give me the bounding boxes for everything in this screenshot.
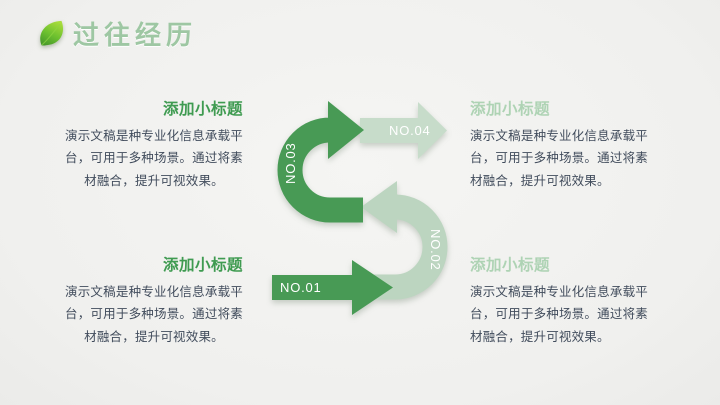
arrow-step3-curve [277,117,363,223]
block-heading: 添加小标题 [470,101,551,118]
page-title: 过往经历 [73,20,198,50]
block-heading: 添加小标题 [162,257,243,274]
arrow-step4-icon [360,102,447,159]
step2-label: NO.02 [428,229,443,271]
step4-label: NO.04 [389,123,431,138]
arrow-step2-head-icon [361,181,397,233]
arrow-step2-curve [357,194,448,300]
arrow-step1-icon [272,260,393,315]
leaf-icon [40,20,64,46]
slide-header: 过往经历 [37,15,197,52]
block-body: 演示文稿是种专业化信息承载平台，可用于多种场景。通过将素材融合，提升可视效果。 [65,285,243,344]
step3-label: NO.03 [283,142,298,184]
text-block-top-right: 添加小标题 演示文稿是种专业化信息承载平台，可用于多种场景。通过将素材融合，提升… [470,100,648,192]
step1-label: NO.01 [280,280,322,295]
block-body: 演示文稿是种专业化信息承载平台，可用于多种场景。通过将素材融合，提升可视效果。 [470,285,648,344]
s-arrow-diagram: NO.01 NO.02 NO.03 NO.04 [272,101,448,315]
text-block-top-left: 添加小标题 演示文稿是种专业化信息承载平台，可用于多种场景。通过将素材融合，提升… [65,100,243,192]
block-heading: 添加小标题 [162,101,243,118]
text-block-bottom-right: 添加小标题 演示文稿是种专业化信息承载平台，可用于多种场景。通过将素材融合，提升… [470,256,648,348]
block-heading: 添加小标题 [470,257,551,274]
arrow-step3-head-icon [328,101,364,159]
text-block-bottom-left: 添加小标题 演示文稿是种专业化信息承载平台，可用于多种场景。通过将素材融合，提升… [65,256,243,348]
block-body: 演示文稿是种专业化信息承载平台，可用于多种场景。通过将素材融合，提升可视效果。 [65,129,243,188]
block-body: 演示文稿是种专业化信息承载平台，可用于多种场景。通过将素材融合，提升可视效果。 [470,129,648,188]
